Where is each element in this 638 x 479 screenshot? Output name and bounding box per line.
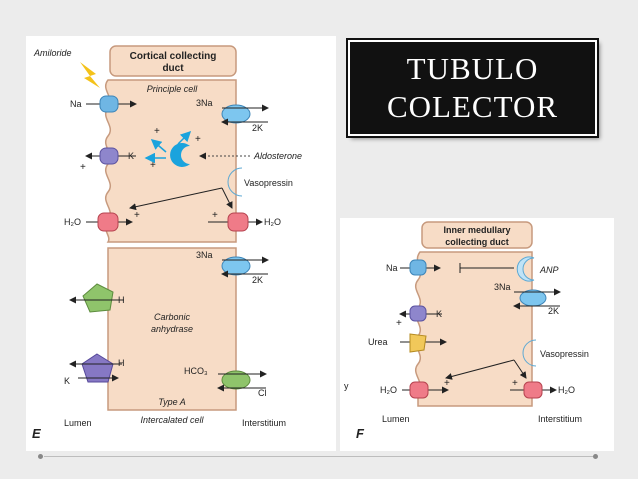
urea-transporter-icon — [409, 333, 427, 353]
k-label-f: K — [436, 309, 442, 319]
amiloride-lightning-icon — [80, 62, 100, 88]
na-channel-icon — [99, 95, 119, 113]
k-label-e: K — [128, 151, 134, 161]
three-na-mid-label: 3Na — [196, 250, 213, 260]
plus-3: + — [150, 160, 156, 171]
aldosterone-label: Aldosterone — [253, 151, 302, 161]
na-label-e: Na — [70, 99, 82, 109]
vasopressin-label-f: Vasopressin — [540, 349, 589, 359]
plus-h2o-f-left: + — [444, 378, 450, 389]
type-a-line2: Intercalated cell — [140, 415, 204, 425]
plus-k: + — [80, 162, 86, 173]
h2o-right-label: H₂O — [264, 217, 281, 227]
two-k-top-label: 2K — [252, 123, 263, 133]
interstitium-label-e: Interstitium — [242, 418, 286, 428]
plus-h2o-left: + — [134, 210, 140, 221]
slide-title-line2: COLECTOR — [386, 89, 559, 124]
na-k-pump-mid-icon — [221, 256, 251, 276]
lumen-label-f: Lumen — [382, 414, 410, 424]
k-lower-label: K — [64, 376, 70, 386]
h-pump-green-icon — [82, 283, 114, 313]
vasopressin-receptor-icon-f — [522, 339, 537, 367]
type-a-line1: Type A — [158, 397, 186, 407]
water-channel-f-left-icon — [409, 381, 429, 399]
panel-f-header-line2: collecting duct — [445, 237, 509, 247]
vasopressin-receptor-icon-e — [227, 167, 243, 197]
panel-e-header-line2: duct — [162, 63, 184, 74]
cl-label: Cl — [258, 388, 267, 398]
h2o-left-label: H₂O — [64, 217, 81, 227]
h2o-left-label-f: H₂O — [380, 385, 397, 395]
panel-f-letter: F — [356, 426, 365, 441]
plus-1: + — [154, 126, 160, 137]
na-channel-f-icon — [409, 259, 427, 276]
inner-medullary-cell-body — [415, 251, 533, 407]
h-lower-label: H — [118, 358, 125, 368]
h-k-pump-purple-icon — [81, 353, 114, 383]
water-channel-f-right-icon — [523, 381, 543, 399]
water-channel-left-icon — [97, 212, 119, 232]
intercalated-cell-body — [107, 247, 237, 411]
lumen-label-e: Lumen — [64, 418, 92, 428]
plus-k-f: + — [396, 318, 402, 329]
slide-title-line1: TUBULO — [406, 51, 539, 86]
duct-header-box — [109, 45, 237, 77]
k-channel-icon — [99, 147, 119, 165]
two-k-label-f: 2K — [548, 306, 559, 316]
urea-label: Urea — [368, 337, 388, 347]
carbonic-line1: Carbonic — [154, 312, 191, 322]
panel-f-header-line1: Inner medullary — [443, 225, 510, 235]
hco3-cl-exchanger-icon — [221, 370, 251, 390]
anp-label: ANP — [539, 265, 559, 275]
water-channel-right-icon — [227, 212, 249, 232]
k-channel-f-icon — [409, 305, 427, 322]
footer-rule — [44, 456, 594, 457]
interstitium-label-f: Interstitium — [538, 414, 582, 424]
plus-2: + — [195, 134, 201, 145]
stray-y-label: y — [344, 381, 349, 391]
footer-dot-left — [38, 454, 43, 459]
h2o-right-label-f: H₂O — [558, 385, 575, 395]
footer-dot-right — [593, 454, 598, 459]
two-k-mid-label: 2K — [252, 275, 263, 285]
na-label-f: Na — [386, 263, 398, 273]
hco3-label: HCO₃ — [184, 366, 208, 376]
h-upper-label: H — [118, 295, 125, 305]
panel-e-header-line1: Cortical collecting — [130, 51, 217, 62]
carbonic-line2: anhydrase — [151, 324, 193, 334]
plus-h2o-right: + — [212, 210, 218, 221]
panel-e-letter: E — [32, 426, 41, 441]
plus-h2o-f-right: + — [512, 378, 518, 389]
principal-cell-label: Principle cell — [147, 84, 199, 94]
aldosterone-receptor-icon — [170, 143, 190, 167]
amiloride-label: Amiloride — [33, 48, 72, 58]
na-k-pump-top-icon — [221, 104, 251, 124]
anp-receptor-icon — [516, 256, 535, 282]
three-na-top-label: 3Na — [196, 98, 213, 108]
inner-duct-header-box — [421, 221, 533, 249]
three-na-label-f: 3Na — [494, 282, 511, 292]
slide-title: TUBULO COLECTOR — [348, 40, 597, 136]
vasopressin-label-e: Vasopressin — [244, 178, 293, 188]
